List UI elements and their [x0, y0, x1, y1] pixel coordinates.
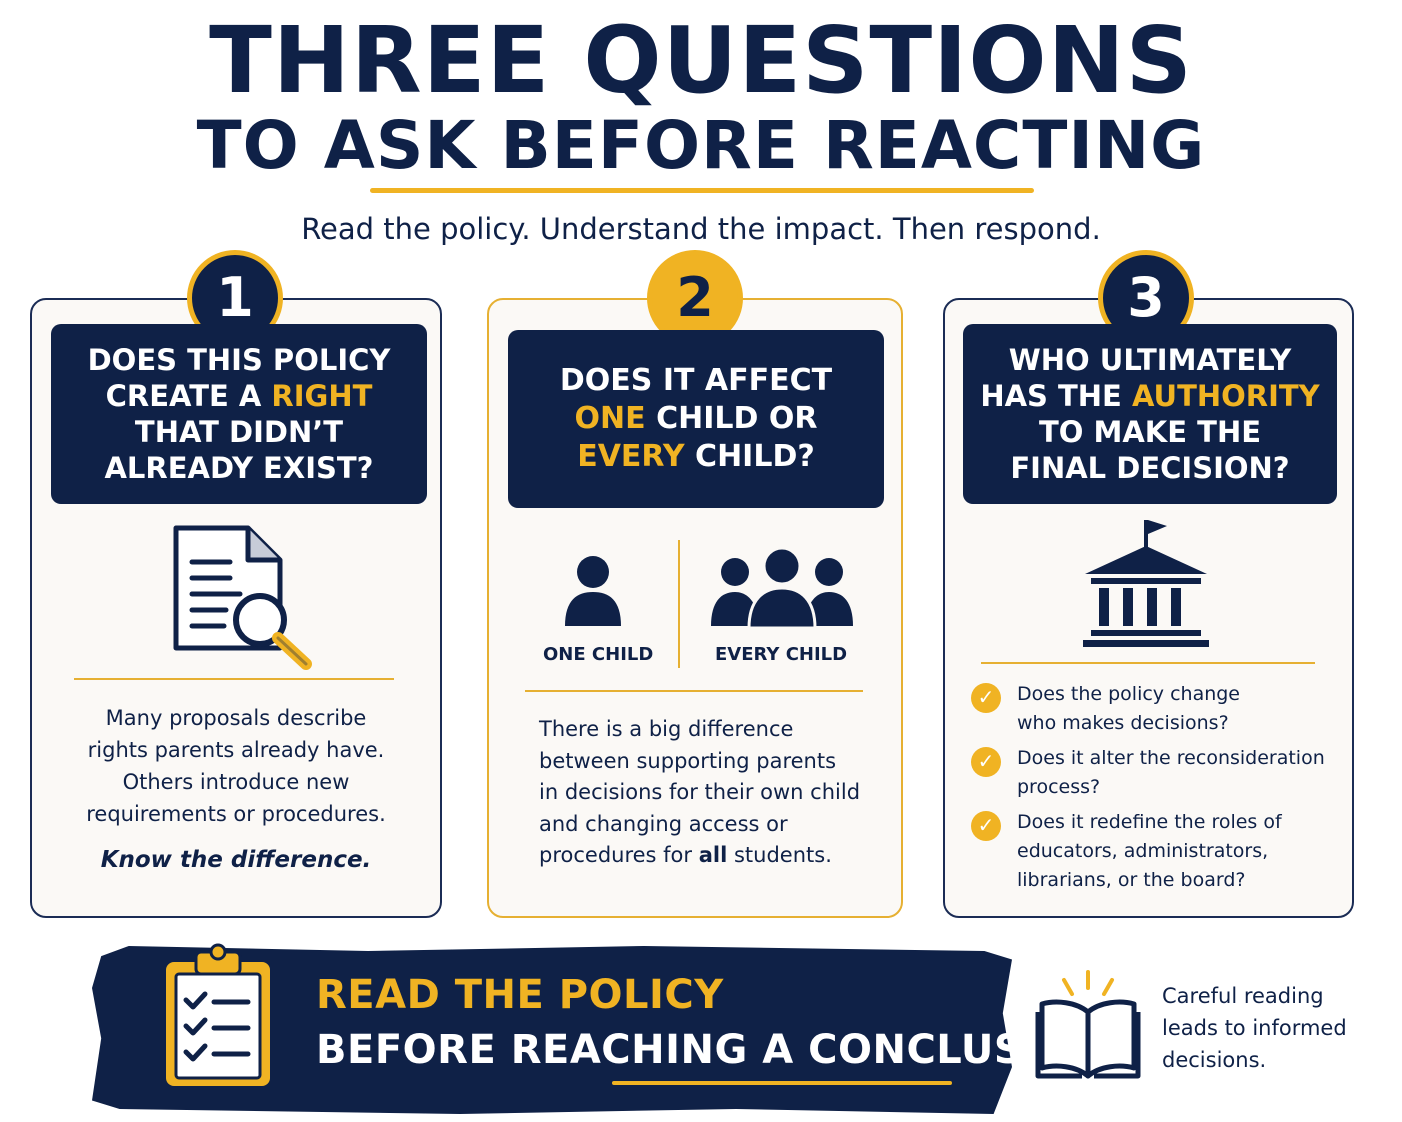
footer-line: decisions.	[1162, 1048, 1267, 1072]
question-card-1: 1 DOES THIS POLICY CREATE A RIGHT THAT D…	[30, 250, 442, 918]
one-child-label: ONE CHILD	[543, 644, 654, 665]
question-line: ONE CHILD OR	[574, 401, 818, 436]
checklist-item: ✓ Does the policy change who makes decis…	[971, 680, 1240, 738]
question-line: DOES THIS POLICY	[87, 343, 391, 377]
question-box: DOES THIS POLICY CREATE A RIGHT THAT DID…	[51, 324, 427, 504]
checklist-line: librarians, or the board?	[1017, 869, 1246, 891]
banner-underline	[612, 1081, 952, 1085]
checklist-item: ✓ Does it alter the reconsideration proc…	[971, 744, 1325, 802]
banner-subheadline: BEFORE REACHING A CONCLUSION.	[316, 1027, 1123, 1073]
card-divider	[525, 690, 863, 692]
document-magnifier-icon	[173, 525, 312, 670]
page-title-line2: TO ASK BEFORE REACTING	[196, 107, 1206, 184]
footer-note: Careful reading leads to informed decisi…	[1162, 980, 1347, 1076]
question-line: DOES IT AFFECT	[559, 363, 833, 398]
checklist-line: Does it alter the reconsideration	[1017, 747, 1325, 769]
body-line: procedures for all students.	[539, 843, 832, 867]
checklist-line: educators, administrators,	[1017, 840, 1269, 862]
government-building-icon	[1083, 520, 1209, 647]
question-card-3: 3 WHO ULTIMATELY HAS THE AUTHORITY TO MA…	[943, 250, 1354, 918]
question-line: CREATE A RIGHT	[105, 379, 373, 413]
body-line: in decisions for their own child	[539, 780, 861, 804]
body-line: Many proposals describe	[105, 706, 367, 730]
question-line: HAS THE AUTHORITY	[980, 379, 1320, 413]
single-person-icon	[565, 556, 621, 626]
question-box: WHO ULTIMATELY HAS THE AUTHORITY TO MAKE…	[963, 324, 1337, 504]
question-card-2: 2 DOES IT AFFECT ONE CHILD OR EVERY CHIL…	[487, 250, 903, 918]
group-people-icon	[711, 546, 853, 628]
checklist-line: who makes decisions?	[1017, 712, 1229, 734]
card-body: There is a big difference between suppor…	[539, 714, 860, 872]
question-box: DOES IT AFFECT ONE CHILD OR EVERY CHILD?	[508, 330, 884, 508]
checklist-line: process?	[1017, 776, 1101, 798]
open-book-icon	[1035, 970, 1141, 1079]
checklist-line: Does it redefine the roles of	[1017, 811, 1282, 833]
clipboard-checklist-icon	[166, 943, 270, 1086]
checkmark-icon: ✓	[971, 747, 1001, 777]
body-line: There is a big difference	[539, 717, 794, 741]
checkmark-icon: ✓	[971, 811, 1001, 841]
question-line: FINAL DECISION?	[1010, 451, 1290, 485]
body-line: and changing access or	[539, 811, 788, 836]
subtitle: Read the policy. Understand the impact. …	[301, 212, 1101, 246]
question-line: ALREADY EXIST?	[104, 451, 374, 485]
body-line: Others introduce new	[122, 770, 350, 794]
question-line: TO MAKE THE	[1038, 415, 1262, 449]
title-underline	[370, 188, 1034, 193]
body-line: rights parents already have.	[87, 738, 385, 762]
people-divider	[678, 540, 680, 668]
card-body: Many proposals describe rights parents a…	[32, 702, 440, 876]
footer-line: leads to informed	[1162, 1016, 1347, 1040]
banner-headline: READ THE POLICY	[316, 972, 724, 1018]
question-line: THAT DIDN’T	[134, 415, 344, 449]
every-child-label: EVERY CHILD	[715, 644, 848, 665]
body-line: between supporting parents	[539, 748, 837, 773]
card-divider	[981, 662, 1315, 664]
footer-line: Careful reading	[1162, 984, 1324, 1008]
checklist-item: ✓ Does it redefine the roles of educator…	[971, 808, 1282, 895]
question-line: EVERY CHILD?	[577, 439, 815, 474]
checklist-line: Does the policy change	[1017, 683, 1240, 705]
question-line: WHO ULTIMATELY	[1008, 343, 1292, 377]
checkmark-icon: ✓	[971, 683, 1001, 713]
emphasis-text: Know the difference.	[100, 847, 372, 873]
page-title: THREE QUESTIONS	[209, 7, 1193, 114]
card-divider	[74, 678, 394, 680]
body-line: requirements or procedures.	[86, 802, 386, 826]
